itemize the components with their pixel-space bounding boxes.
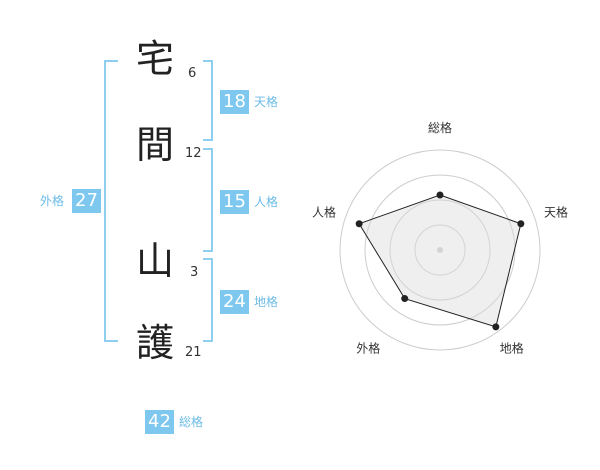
radar-center-dot [437,247,443,253]
radar-series-polygon [358,194,522,328]
radar-point-5 [355,220,363,228]
radar-axis-label-1: 総格 [428,120,452,135]
tenkaku-bracket [203,60,213,141]
gaikaku-bracket [104,60,118,342]
radar-ring [414,224,466,276]
radar-axis-label-5: 人格 [312,204,336,219]
soukaku-label: 総格 [179,415,204,429]
radar-point-4 [401,295,409,303]
radar-axis-label-2: 天格 [544,204,568,219]
radar-ring [364,174,516,326]
radar-point-3 [492,323,500,331]
gaikaku-value-badge: 27 [72,189,101,213]
name-char-1: 宅 [135,37,174,81]
radar-point-1 [436,191,444,199]
soukaku-value-badge: 42 [145,410,174,434]
stroke-count-4: 21 [185,345,202,360]
jinkaku-bracket [203,148,213,252]
radar-ring [339,149,541,351]
radar-axis-label-4: 外格 [356,341,380,356]
radar-axis-label-3: 地格 [500,341,524,356]
stroke-count-2: 12 [185,146,202,161]
radar-point-2 [517,220,525,228]
stroke-count-3: 3 [190,265,199,280]
chikaku-bracket [203,258,213,342]
jinkaku-value-badge: 15 [220,190,249,214]
jinkaku-label: 人格 [254,195,279,209]
chikaku-label: 地格 [254,295,279,309]
chikaku-value-badge: 24 [220,290,249,314]
name-char-4: 護 [135,321,174,365]
stroke-count-1: 6 [188,66,197,81]
radar-ring [389,199,491,301]
name-char-2: 間 [135,123,174,167]
gaikaku-label: 外格 [40,194,65,208]
tenkaku-label: 天格 [254,95,279,109]
tenkaku-value-badge: 18 [220,90,249,114]
name-char-3: 山 [135,239,174,283]
